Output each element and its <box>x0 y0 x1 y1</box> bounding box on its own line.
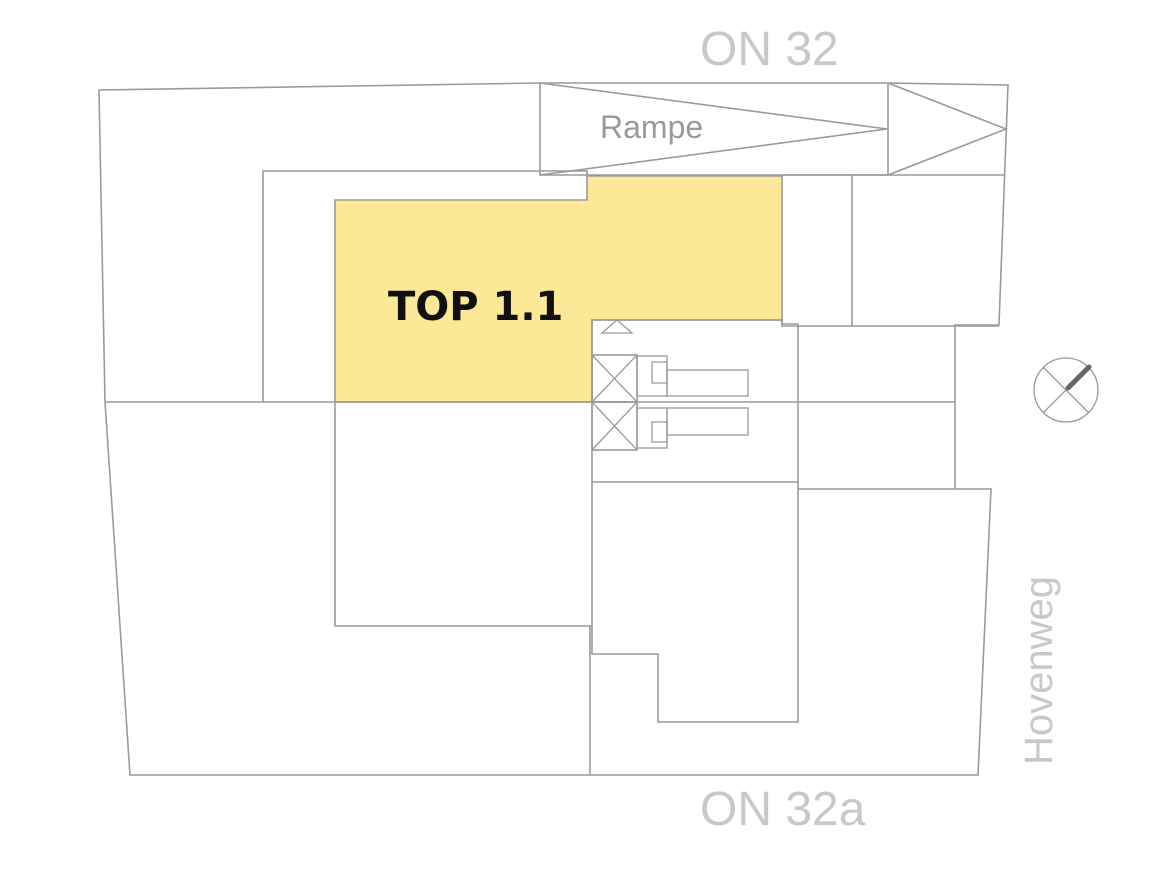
building-outline <box>98 82 1009 776</box>
upper-inner-wing <box>262 170 588 402</box>
ramp-label: Rampe <box>600 109 703 145</box>
right-upper-room <box>781 175 853 327</box>
street-label-top: ON 32 <box>700 23 839 76</box>
stair-icon <box>636 355 749 449</box>
entry-marker-icon <box>600 319 634 334</box>
street-label-side: Hovenweg <box>1017 576 1061 765</box>
lower-left-room <box>334 402 592 627</box>
unit-label: TOP 1.1 <box>388 284 563 330</box>
ramp-arrow <box>539 82 888 176</box>
ramp-outline <box>539 83 889 176</box>
core-block <box>591 319 799 723</box>
street-label-bottom: ON 32a <box>700 783 866 836</box>
shaft-icon <box>591 354 638 451</box>
compass-icon <box>1033 357 1099 423</box>
ramp-arrow-end <box>887 82 1009 176</box>
